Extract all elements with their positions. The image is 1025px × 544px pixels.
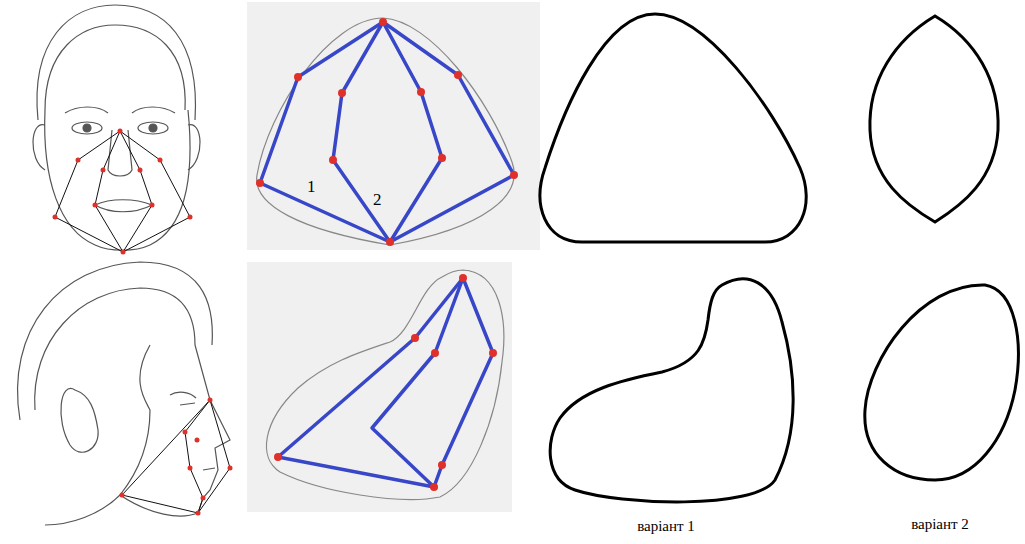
variant-caption: варіант 2	[910, 516, 970, 533]
side-scheme-lines	[278, 278, 493, 487]
front-face-sketch	[33, 5, 200, 250]
variant-1-front-shape	[540, 14, 806, 242]
front-scheme-lines	[260, 22, 514, 242]
variant-1-side-shape	[550, 279, 793, 502]
side-face-sketch	[18, 262, 230, 525]
front-points	[53, 129, 193, 255]
variant-2-front-shape	[870, 16, 998, 222]
side-scheme-points	[274, 274, 497, 491]
callout-number: 1	[306, 178, 317, 197]
callout-number: 2	[372, 191, 383, 210]
panel-ground	[247, 2, 540, 250]
contour-outline	[266, 270, 503, 499]
side-points	[120, 398, 233, 516]
variant-2-side-shape	[865, 285, 1019, 480]
contour-outline	[257, 18, 514, 245]
front-scheme-points	[256, 18, 518, 246]
variant-caption: варіант 1	[636, 518, 696, 535]
side-measure-lines	[122, 400, 230, 513]
panel-ground	[247, 262, 512, 512]
front-measure-lines	[55, 131, 190, 252]
